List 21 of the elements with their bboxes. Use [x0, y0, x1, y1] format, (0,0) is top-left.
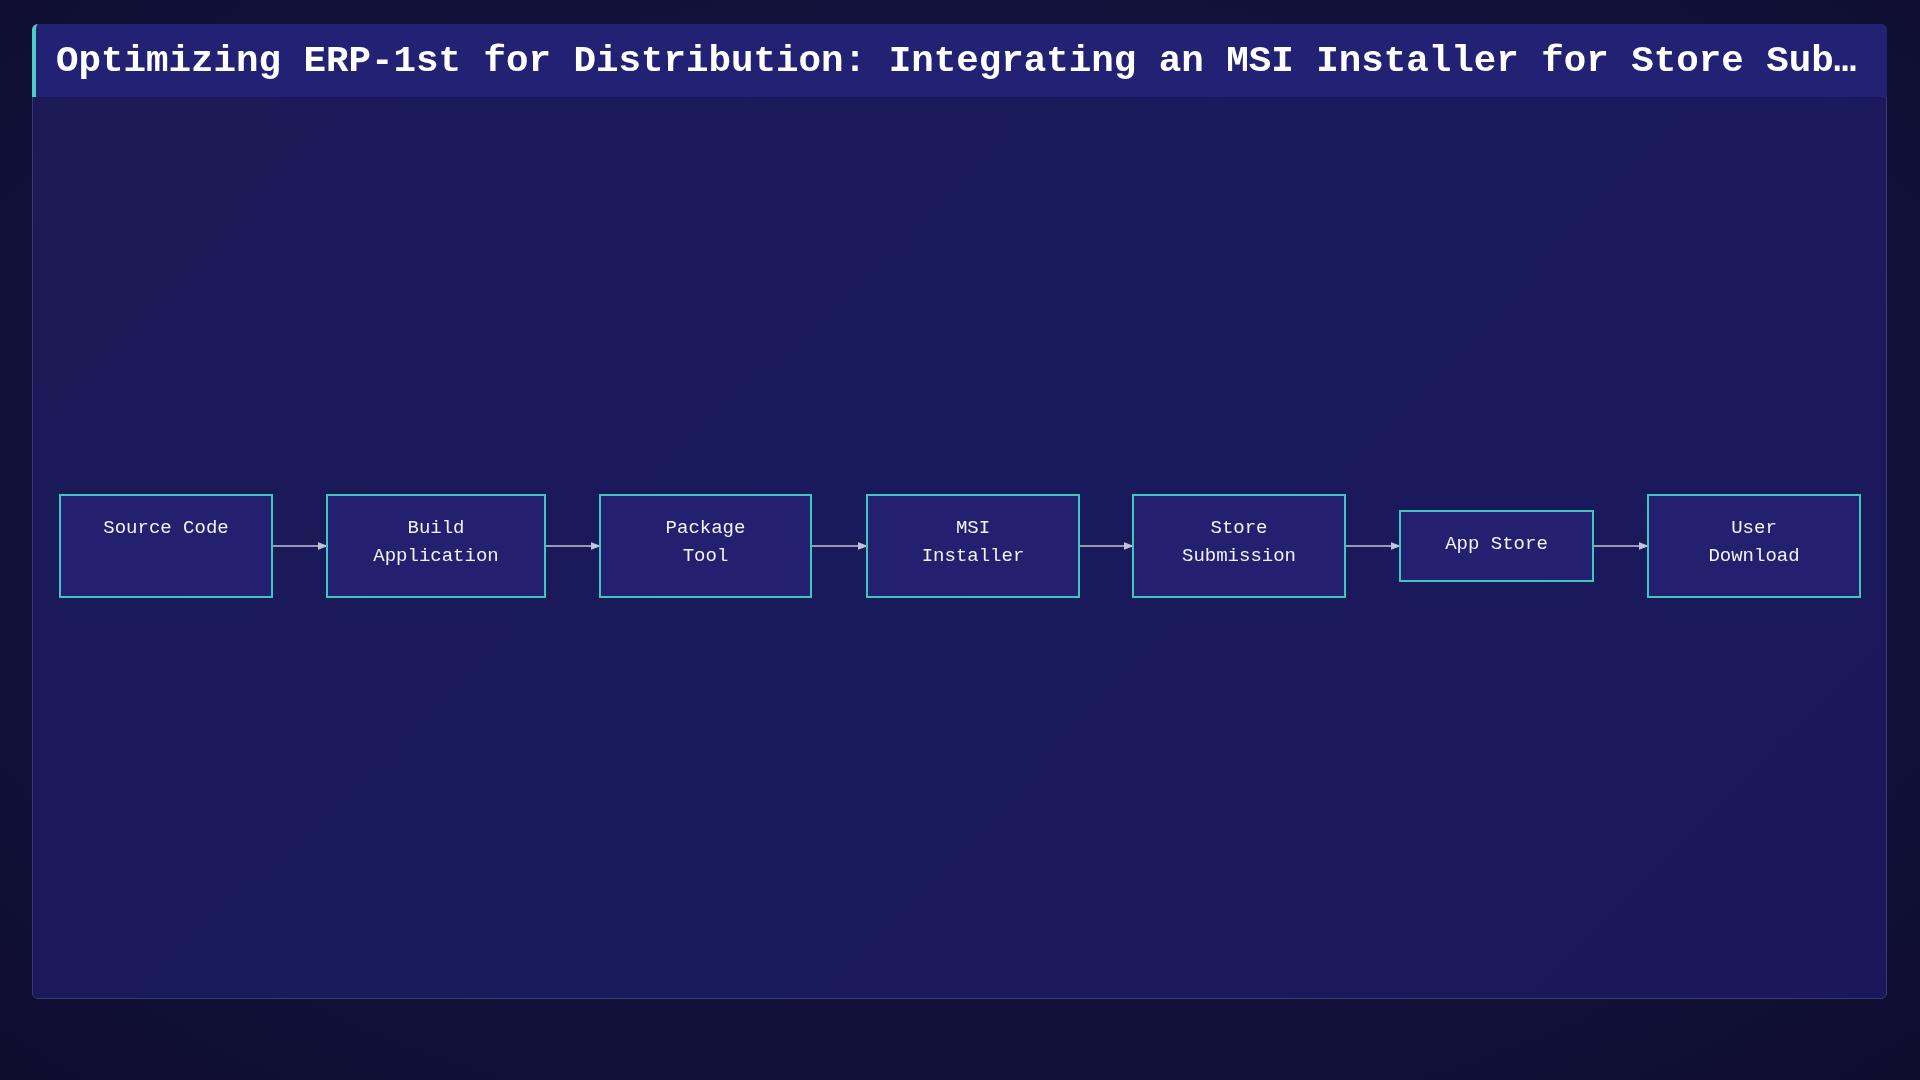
node-label: Build Application	[372, 516, 500, 569]
process-box	[59, 494, 273, 598]
process-box	[599, 494, 812, 598]
node-label: App Store	[1445, 532, 1548, 557]
node-label: Store Submission	[1181, 516, 1297, 569]
node-label: User Download	[1707, 516, 1801, 569]
arrow	[272, 542, 327, 550]
process-box	[1647, 494, 1861, 598]
arrow	[811, 542, 867, 550]
arrow	[545, 542, 600, 550]
diagram-title: Optimizing ERP-1st for Distribution: Integrating an MSI Installer for Store Sub…	[56, 39, 1857, 83]
arrow	[1345, 542, 1400, 550]
arrow	[1079, 542, 1133, 550]
node-label: MSI Installer	[920, 516, 1026, 569]
node-label: Package Tool	[664, 516, 747, 569]
process-box	[866, 494, 1080, 598]
arrow	[1593, 542, 1648, 550]
process-box	[1132, 494, 1346, 598]
process-box	[326, 494, 546, 598]
process-box	[1399, 510, 1594, 582]
node-label: Source Code	[103, 516, 229, 541]
